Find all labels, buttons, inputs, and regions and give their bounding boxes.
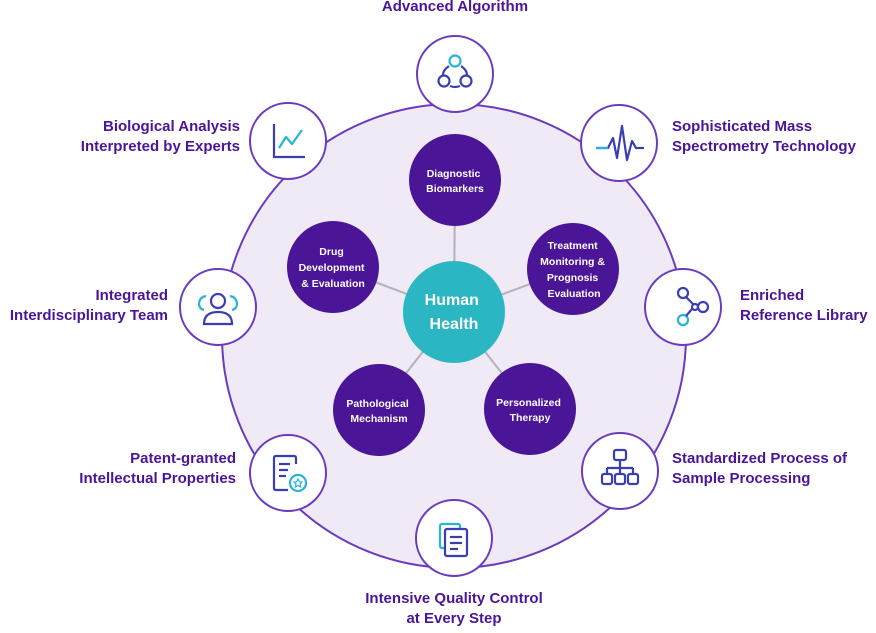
molecule-icon: [676, 286, 710, 327]
certificate-icon: [272, 454, 308, 493]
inner-node-treatment: [527, 223, 619, 315]
team-icon: [197, 292, 239, 326]
inner-node-label: Personalized Therapy: [496, 397, 564, 424]
inner-nodes: Diagnostic Biomarkers Treatment Monitori…: [287, 134, 619, 456]
label-biological-analysis: Biological Analysis Interpreted by Exper…: [80, 118, 240, 155]
inner-node-label: Pathological Mechanism: [346, 398, 411, 425]
inner-node-pathological: [333, 364, 425, 456]
line-chart-icon: [272, 124, 305, 159]
label-team: Integrated Interdisciplinary Team: [9, 287, 168, 324]
outer-node-team: [179, 268, 257, 346]
network-nodes-icon: [437, 54, 473, 89]
inner-node-personalized: [484, 363, 576, 455]
outer-nodes: [179, 35, 722, 577]
inner-node-drug: [287, 221, 379, 313]
label-sample-processing: Standardized Process of Sample Processin…: [672, 450, 848, 487]
inner-node-label: Drug Development & Evaluation: [299, 246, 368, 290]
outer-node-library: [644, 268, 722, 346]
label-mass-spectrometry: Sophisticated Mass Spectrometry Technolo…: [672, 118, 856, 155]
label-patents: Patent-granted Intellectual Properties: [79, 450, 236, 487]
outer-node-quality-control: [415, 499, 493, 577]
outer-node-biological-analysis: [249, 102, 327, 180]
label-reference-library: Enriched Reference Library: [740, 287, 868, 324]
outer-node-sample-processing: [581, 432, 659, 510]
hierarchy-icon: [600, 448, 640, 486]
center-label: Human Health: [425, 292, 484, 333]
outer-node-mass-spec: [580, 104, 658, 182]
outer-node-algorithm: [416, 35, 494, 113]
outer-node-patents: [249, 434, 327, 512]
documents-icon: [438, 522, 469, 558]
center-node: [403, 261, 505, 363]
inner-node-label: Diagnostic Biomarkers: [426, 168, 484, 195]
inner-node-label: Treatment Monitoring & Prognosis Evaluat…: [540, 240, 608, 300]
waveform-icon: [596, 124, 644, 162]
inner-node-diagnostic: [409, 134, 501, 226]
label-advanced-algorithm: Advanced Algorithm: [381, 0, 529, 15]
label-quality-control: Intensive Quality Control at Every Step: [365, 590, 543, 627]
